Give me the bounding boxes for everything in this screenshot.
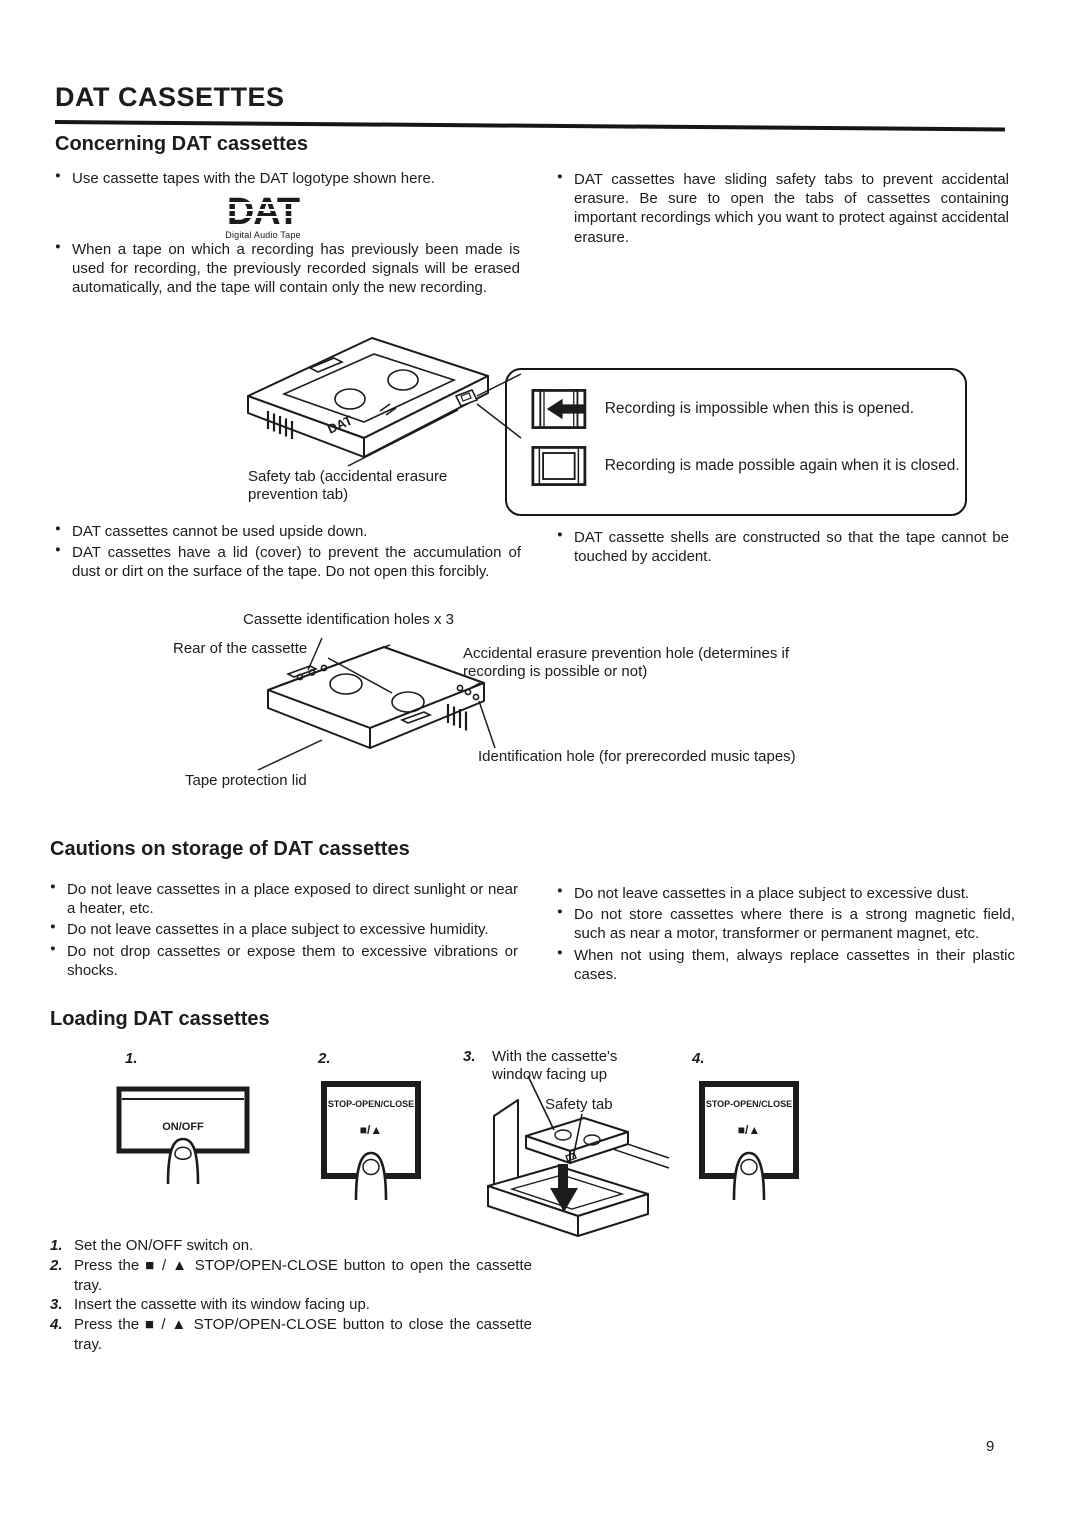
concerning-left-bullets-2: DAT cassettes cannot be used upside down… — [55, 522, 521, 584]
stop-eject-symbols: ■/▲ — [738, 1123, 760, 1137]
stop-open-close-label: STOP-OPEN/CLOSE — [328, 1099, 414, 1109]
bullet-safety-tabs: DAT cassettes have sliding safety tabs t… — [557, 170, 1009, 247]
section-concerning-heading: Concerning DAT cassettes — [55, 133, 309, 155]
cassette-tray-illustration — [487, 1075, 670, 1237]
on-off-button-label: ON/OFF — [162, 1121, 204, 1133]
on-off-button-illustration: ON/OFF — [116, 1086, 250, 1185]
insert-direction-arrow — [550, 1164, 578, 1212]
loading-instructions: 1. Set the ON/OFF switch on. 2. Press th… — [50, 1236, 532, 1355]
callout-closed-text: Recording is made possible again when it… — [604, 457, 960, 475]
step-4-number: 4. — [692, 1050, 705, 1067]
page-title: DAT CASSETTES — [55, 82, 285, 112]
concerning-right-bullets-2: DAT cassette shells are constructed so t… — [557, 528, 1009, 568]
bullet-rerecording: When a tape on which a recording has pre… — [55, 240, 520, 298]
bullet-upside-down: DAT cassettes cannot be used upside down… — [55, 522, 521, 541]
recording-tab-callout-box: Recording is impossible when this is ope… — [505, 368, 967, 516]
safety-tab-shape — [454, 388, 479, 408]
logo-stripe — [224, 216, 302, 218]
storage-right-bullets: Do not leave cassettes in a place subjec… — [557, 884, 1015, 986]
music-id-hole-label: Identification hole (for prerecorded mus… — [478, 748, 796, 765]
storage-left-bullets: Do not leave cassettes in a place expose… — [50, 880, 518, 982]
cassette-rear-illustration — [257, 637, 496, 771]
step-3-number: 3. — [463, 1048, 476, 1065]
section-storage-heading: Cautions on storage of DAT cassettes — [50, 838, 410, 860]
instruction-line: 3. Insert the cassette with its window f… — [50, 1296, 370, 1314]
instruction-line: 2. Press the ■ / ▲ STOP/OPEN-CLOSE butto… — [50, 1256, 532, 1294]
finger-shape — [166, 1137, 200, 1185]
dat-logo-wordmark: DAT — [224, 191, 302, 233]
storage-bullet: Do not leave cassettes in a place subjec… — [50, 920, 518, 939]
tab-open-icon — [531, 389, 587, 429]
storage-bullet: Do not leave cassettes in a place expose… — [50, 880, 518, 918]
cassette-safety-tab-illustration: DAT — [247, 337, 522, 467]
instruction-line: 4. Press the ■ / ▲ STOP/OPEN-CLOSE butto… — [50, 1316, 532, 1353]
dat-logo-subtext: Digital Audio Tape — [225, 230, 301, 240]
tab-closed-icon — [531, 446, 587, 486]
erasure-hole-label: Accidental erasure prevention hole (dete… — [463, 645, 790, 681]
bullet-logotype: Use cassette tapes with the DAT logotype… — [55, 169, 517, 188]
instruction-line: 1. Set the ON/OFF switch on. — [50, 1237, 254, 1254]
callout-open-text: Recording is impossible when this is ope… — [604, 400, 915, 418]
logo-stripe — [224, 202, 302, 204]
tape-protection-lid-label: Tape protection lid — [185, 772, 307, 789]
storage-bullet: Do not leave cassettes in a place subjec… — [557, 884, 1015, 903]
cassette-rear-label: Rear of the cassette — [173, 640, 308, 657]
storage-bullet: When not using them, always replace cass… — [557, 946, 1015, 984]
step-1-number: 1. — [125, 1050, 138, 1067]
page-number: 9 — [986, 1438, 995, 1455]
step-2-number: 2. — [318, 1050, 331, 1067]
bullet-shells: DAT cassette shells are constructed so t… — [557, 528, 1009, 566]
title-rule — [54, 120, 1005, 132]
storage-bullet: Do not drop cassettes or expose them to … — [50, 942, 518, 980]
stop-open-close-label: STOP-OPEN/CLOSE — [706, 1099, 792, 1109]
bullet-lid: DAT cassettes have a lid (cover) to prev… — [55, 543, 521, 581]
section-loading-heading: Loading DAT cassettes — [50, 1008, 270, 1030]
stop-open-close-button-illustration-2: STOP-OPEN/CLOSE ■/▲ — [699, 1081, 799, 1201]
concerning-left-bullet-1: Use cassette tapes with the DAT logotype… — [55, 169, 517, 190]
logo-stripe — [224, 209, 302, 211]
storage-bullet: Do not store cassettes where there is a … — [557, 905, 1015, 943]
concerning-left-bullet-2: When a tape on which a recording has pre… — [55, 240, 520, 300]
safety-tab-label: Safety tab (accidental erasure preventio… — [248, 468, 448, 504]
stop-open-close-button-illustration: STOP-OPEN/CLOSE ■/▲ — [321, 1081, 421, 1201]
step-3-safety-tab-label: Safety tab — [545, 1096, 613, 1113]
step-3-caption: With the cassette's window facing up — [492, 1048, 618, 1084]
concerning-right-bullet-1: DAT cassettes have sliding safety tabs t… — [557, 170, 1009, 249]
cassette-id-holes-label: Cassette identification holes x 3 — [243, 611, 454, 628]
stop-eject-symbols: ■/▲ — [360, 1123, 382, 1137]
dat-logo: DAT Digital Audio Tape — [208, 193, 318, 240]
